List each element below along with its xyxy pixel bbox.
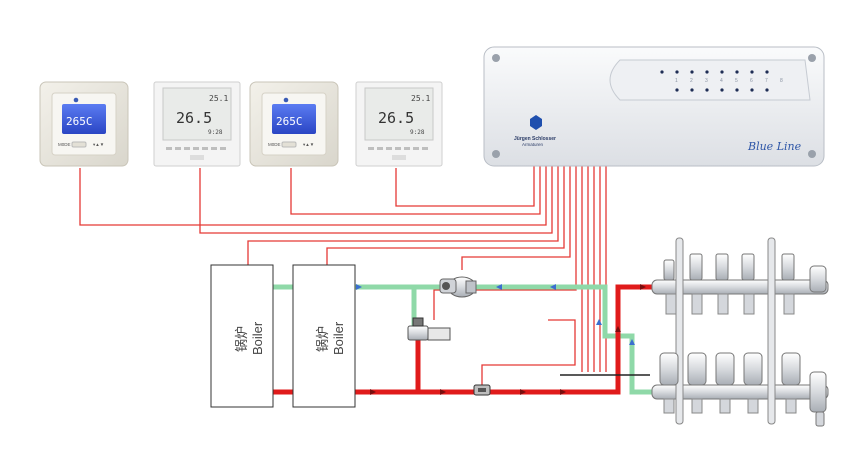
lcd-temperature: 265C — [276, 115, 303, 128]
boiler-label-en: Boiler — [331, 321, 346, 355]
screw-icon — [808, 150, 816, 158]
lcd-set-temp: 26.5 — [176, 109, 212, 127]
boiler-label-cn: 锅炉 — [315, 326, 330, 352]
button-row[interactable] — [166, 147, 226, 150]
zone-number-labels: 1 2 3 4 5 6 7 8 — [675, 78, 783, 84]
product-line-name: Blue Line — [747, 140, 802, 153]
svg-text:4: 4 — [720, 78, 723, 84]
svg-text:1: 1 — [675, 78, 678, 84]
boiler-2[interactable]: 锅炉 Boiler — [292, 264, 356, 408]
screw-icon — [492, 54, 500, 62]
lcd-time: 9:28 — [410, 129, 425, 136]
button-row[interactable] — [368, 147, 428, 150]
svg-text:3: 3 — [705, 78, 708, 84]
valve-actuators[interactable] — [659, 352, 801, 386]
mode-button[interactable] — [71, 141, 87, 148]
svg-text:7: 7 — [765, 78, 768, 84]
svg-text:8: 8 — [780, 78, 783, 84]
arrow-buttons-label: ▾▲▼ — [303, 142, 314, 147]
brand-subtitle: Armaturen — [522, 142, 544, 147]
flow-meters[interactable] — [663, 253, 795, 281]
brand-logo-icon — [530, 115, 542, 130]
arrow-buttons-label: ▾▲▼ — [93, 142, 104, 147]
floor-heating-manifold[interactable] — [651, 237, 829, 427]
brand-dot-icon — [283, 97, 289, 103]
temperature-sensor-icon[interactable] — [473, 384, 491, 396]
boiler-label-en: Boiler — [250, 321, 265, 355]
mode-label: M0DE — [58, 142, 71, 147]
svg-text:5: 5 — [735, 78, 738, 84]
screw-icon — [492, 150, 500, 158]
thermostat-1[interactable]: 265C M0DE ▾▲▼ — [39, 81, 129, 167]
brand-dot-icon — [73, 97, 79, 103]
lcd-temperature: 265C — [66, 115, 93, 128]
mode-button[interactable] — [281, 141, 297, 148]
lcd-display — [62, 104, 106, 134]
zone-leds — [660, 70, 769, 92]
screw-icon — [808, 54, 816, 62]
boiler-1[interactable]: 锅炉 Boiler — [210, 264, 274, 408]
lcd-room-temp: 25.1 — [411, 94, 430, 103]
thermostat-3[interactable]: 265C M0DE ▾▲▼ — [249, 81, 339, 167]
zone-controller[interactable]: 1 2 3 4 5 6 7 8 Jürgen Schlosser Armatur… — [483, 46, 825, 167]
brand-name: Jürgen Schlosser — [514, 136, 556, 142]
lcd-display — [272, 104, 316, 134]
thermostat-4[interactable]: 25.1 26.5 9:28 — [355, 81, 443, 167]
lcd-set-temp: 26.5 — [378, 109, 414, 127]
flow-arrows — [356, 284, 635, 345]
motorized-valve-icon[interactable] — [407, 317, 451, 341]
circulation-pump-icon[interactable] — [439, 276, 477, 298]
lcd-room-temp: 25.1 — [209, 94, 228, 103]
thermostat-2[interactable]: 25.1 26.5 9:28 — [153, 81, 241, 167]
svg-text:6: 6 — [750, 78, 753, 84]
mode-label: M0DE — [268, 142, 281, 147]
boiler-label-cn: 锅炉 — [234, 326, 249, 352]
lcd-time: 9:28 — [208, 129, 223, 136]
svg-text:2: 2 — [690, 78, 693, 84]
logo-mark — [190, 155, 204, 160]
logo-mark — [392, 155, 406, 160]
